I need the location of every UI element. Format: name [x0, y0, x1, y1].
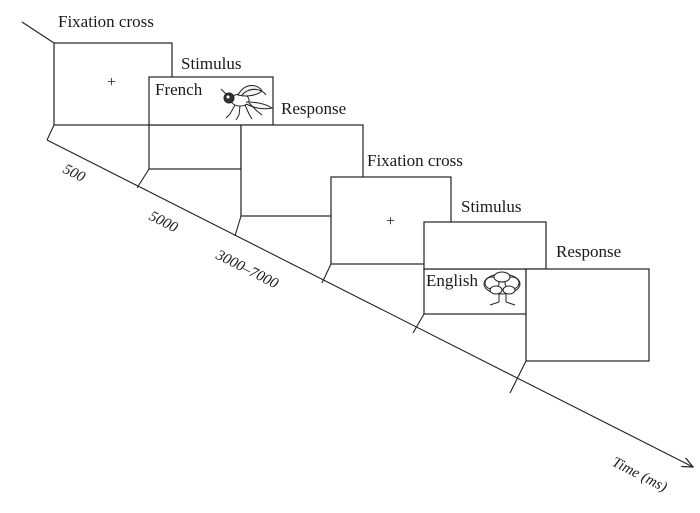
- trial1-stimulus-label: Stimulus: [181, 54, 241, 73]
- trial1-fixation-label: Fixation cross: [58, 12, 154, 31]
- trial1-stimulus-word: French: [155, 80, 203, 99]
- duration-stimulus-label: 5000: [146, 208, 180, 236]
- trial1-stimulus-blank: [136, 124, 242, 189]
- trial2-stimulus-label: Stimulus: [461, 197, 521, 216]
- trial1-fixation-cross: +: [107, 74, 116, 91]
- tree-icon: [483, 271, 521, 306]
- trial2-fixation-cross: +: [386, 213, 395, 230]
- time-axis-label: Time (ms): [609, 454, 669, 495]
- time-axis: [46, 139, 693, 467]
- trial2-stimulus-box: [423, 221, 547, 270]
- trial1-response-label: Response: [281, 99, 346, 118]
- duration-fixation-label: 500: [60, 161, 88, 186]
- trial2-stimulus-word: English: [426, 271, 478, 290]
- trial2-fixation-label: Fixation cross: [367, 151, 463, 170]
- fly-icon: [220, 85, 274, 121]
- trial2-response-frame: [509, 268, 650, 394]
- trial2-response-label: Response: [556, 242, 621, 261]
